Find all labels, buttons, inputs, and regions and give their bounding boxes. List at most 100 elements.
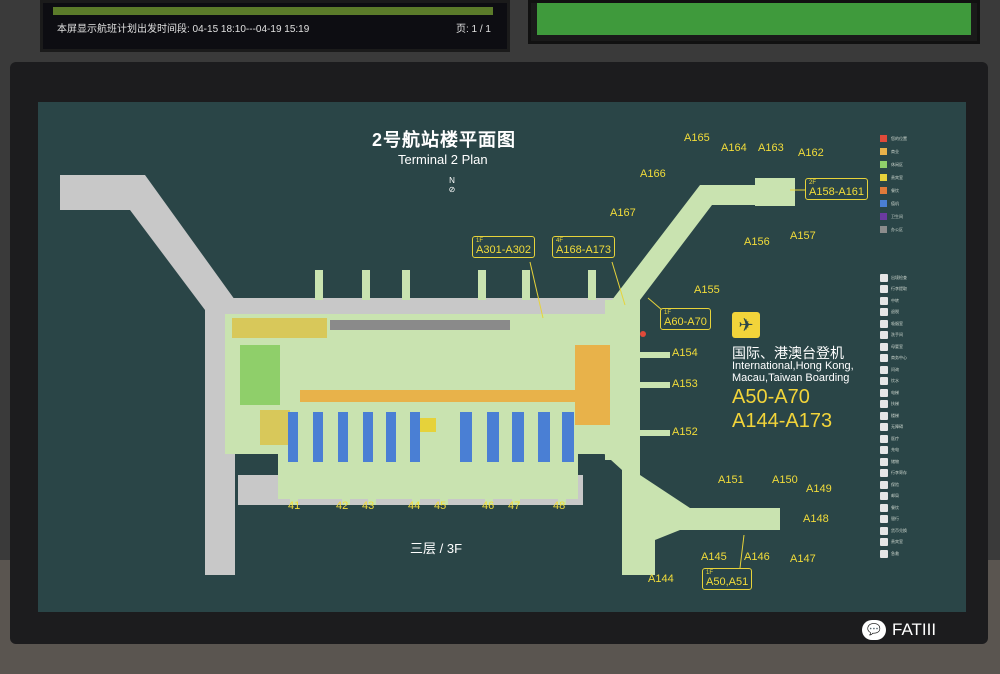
service-icon <box>880 296 888 305</box>
flight-window-note: 本屏显示航班计划出发时间段: 04-15 18:10---04-19 15:19 <box>57 24 310 35</box>
checkin-counters <box>288 412 574 462</box>
service-label: 电梯 <box>891 389 899 395</box>
map-title-en: Terminal 2 Plan <box>398 152 488 167</box>
service-icon <box>880 388 888 397</box>
legend-swatch <box>880 148 887 155</box>
service-icon <box>880 492 888 501</box>
service-item: 贵宾室 <box>880 537 950 549</box>
service-label: 行李寄存 <box>891 470 907 476</box>
legend-label: 餐饮 <box>891 187 899 193</box>
service-icon <box>880 319 888 328</box>
service-icon <box>880 457 888 466</box>
rest-area <box>240 345 280 405</box>
service-item: 商务中心 <box>880 353 950 365</box>
legend-label: 休闲区 <box>891 161 903 167</box>
service-icon <box>880 515 888 524</box>
legend-item: 餐饮 <box>880 184 950 197</box>
service-item: 保险 <box>880 479 950 491</box>
gate-label: 43 <box>362 500 375 512</box>
east-bridges <box>640 352 670 436</box>
service-item: 问询 <box>880 364 950 376</box>
service-icon <box>880 365 888 374</box>
service-label: 储物 <box>891 458 899 464</box>
jet-bridges-bottom <box>290 485 566 505</box>
gate-label: A145 <box>701 551 727 563</box>
service-item: 扶梯 <box>880 399 950 411</box>
lounge <box>260 410 290 445</box>
boarding-title-en: International,Hong Kong, Macau,Taiwan Bo… <box>732 360 854 384</box>
retail-strip <box>300 390 580 402</box>
service-item: 充电 <box>880 445 950 457</box>
gate-label: A150 <box>772 474 798 486</box>
service-icon <box>880 331 888 340</box>
gate-label: A166 <box>640 168 666 180</box>
gate-label: 44 <box>408 500 421 512</box>
service-icon <box>880 354 888 363</box>
service-icon <box>880 503 888 512</box>
legend-swatch <box>880 161 887 168</box>
legend-item: 值机 <box>880 197 950 210</box>
service-icon <box>880 411 888 420</box>
gate-label: 46 <box>482 500 495 512</box>
service-item: 吸烟室 <box>880 318 950 330</box>
service-item: 退税 <box>880 307 950 319</box>
gate-label: A154 <box>672 347 698 359</box>
service-item: 电梯 <box>880 387 950 399</box>
gate-label: A151 <box>718 474 744 486</box>
legend-swatch <box>880 187 887 194</box>
floor-label: 三层 / 3F <box>410 541 463 556</box>
office-strip <box>330 320 510 330</box>
service-label: 餐饮 <box>891 504 899 510</box>
legend-label: 贵宾室 <box>891 174 903 180</box>
boarding-range-2: A144-A173 <box>732 410 833 432</box>
retail-block-1 <box>232 318 327 338</box>
service-icon <box>880 434 888 443</box>
service-label: 出境检查 <box>891 274 907 280</box>
boarding-range-1: A50-A70 <box>732 386 810 408</box>
service-icon <box>880 285 888 294</box>
north-pier <box>612 185 760 300</box>
service-legend: 出境检查行李提取中转退税吸烟室洗手间母婴室商务中心问询饮水电梯扶梯楼梯无障碍医疗… <box>880 272 950 560</box>
service-label: 行李提取 <box>891 286 907 292</box>
legend-swatch <box>880 174 887 181</box>
gate-label: A146 <box>744 551 770 563</box>
gate-label: A148 <box>803 513 829 525</box>
service-icon <box>880 423 888 432</box>
gate-label: A153 <box>672 378 698 390</box>
gate-label: A165 <box>684 132 710 144</box>
top-flight-screen: 本屏显示航班计划出发时间段: 04-15 18:10---04-19 15:19… <box>40 0 510 52</box>
gate-label: A156 <box>744 236 770 248</box>
service-item: 行李提取 <box>880 284 950 296</box>
gate-label: A147 <box>790 553 816 565</box>
service-label: 邮局 <box>891 493 899 499</box>
legend-swatch <box>880 213 887 220</box>
gate-label: 48 <box>553 500 566 512</box>
page-indicator: 页: 1 / 1 <box>455 24 491 35</box>
compass-icon: N⊘ <box>448 176 456 194</box>
service-icon <box>880 538 888 547</box>
jet-bridges-top <box>315 270 596 300</box>
service-icon <box>880 469 888 478</box>
gate-label: 47 <box>508 500 521 512</box>
gate-label: A155 <box>694 284 720 296</box>
service-label: 吸烟室 <box>891 320 903 326</box>
main-terminal-south <box>278 454 578 499</box>
legend-item: 贵宾室 <box>880 171 950 184</box>
service-label: 饮水 <box>891 378 899 384</box>
service-label: 保险 <box>891 481 899 487</box>
gate-label: 45 <box>434 500 447 512</box>
legend-label: 您的位置 <box>891 135 907 141</box>
service-item: 楼梯 <box>880 410 950 422</box>
callout-leaders <box>529 189 805 569</box>
gate-label: A163 <box>758 142 784 154</box>
top-green-screen <box>528 0 980 44</box>
service-item: 银行 <box>880 514 950 526</box>
service-label: 楼梯 <box>891 412 899 418</box>
legend-swatch <box>880 226 887 233</box>
service-label: 商务中心 <box>891 355 907 361</box>
south-pier <box>600 450 780 575</box>
top-screen-bar <box>53 7 493 15</box>
